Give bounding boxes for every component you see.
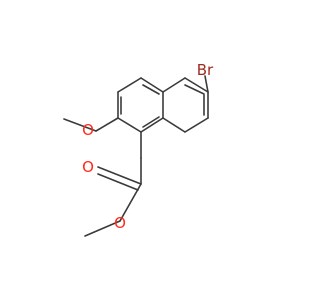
- aromatic-inner-bond: [142, 116, 160, 128]
- ester-methyl-bond: [84, 220, 121, 237]
- ring-bond: [117, 117, 142, 133]
- methoxy-bond: [95, 117, 119, 132]
- carbonyl-bond: [97, 166, 142, 185]
- ring-bond: [162, 77, 186, 93]
- aromatic-inner-bond: [184, 84, 205, 95]
- atom-label-layer: Br O O O: [82, 61, 214, 232]
- atom-label-methoxy-oxygen: O: [82, 121, 94, 139]
- ring-bond: [184, 117, 209, 133]
- ring-bond: [140, 77, 164, 93]
- bromine-bond: [204, 75, 209, 93]
- ring-bond: [140, 117, 164, 133]
- ring-bond: [184, 77, 209, 93]
- molecule-canvas: Br O O O: [63, 61, 214, 237]
- carbonyl-bond: [97, 173, 139, 191]
- atom-label-carbonyl-oxygen: O: [82, 158, 94, 176]
- methoxy-methyl-bond: [63, 118, 97, 132]
- ring-bond: [117, 77, 142, 93]
- bond-layer: [63, 75, 209, 237]
- atom-label-ester-oxygen: O: [114, 214, 126, 232]
- atom-label-bromine: Br: [197, 61, 214, 79]
- aromatic-inner-bond: [142, 84, 160, 95]
- molecule-structure: Br O O O: [63, 61, 214, 237]
- ring-bond: [162, 117, 186, 133]
